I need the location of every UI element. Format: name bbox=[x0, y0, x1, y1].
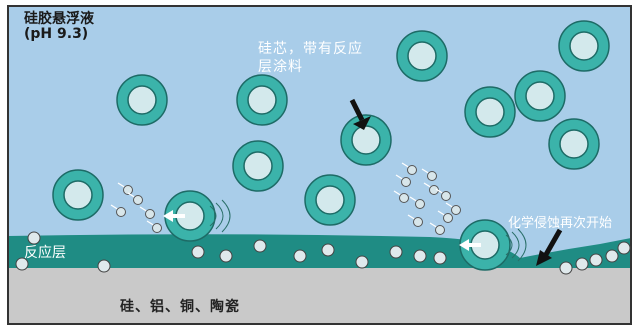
embedded-particle bbox=[389, 245, 403, 259]
core-label-line-1: 硅芯，带有反应 bbox=[258, 41, 363, 57]
fragment-dot bbox=[399, 193, 409, 203]
fragment-dot bbox=[443, 213, 453, 223]
particle-core bbox=[525, 81, 555, 111]
title-line-2: (pH 9.3) bbox=[24, 26, 89, 42]
embedded-particle bbox=[15, 257, 29, 271]
fragment bbox=[110, 204, 126, 217]
silica-particle bbox=[164, 190, 216, 242]
title-line-1: 硅胶悬浮液 bbox=[24, 11, 94, 27]
particle-core bbox=[243, 151, 273, 181]
reaction-layer-label: 反应层 bbox=[24, 245, 66, 261]
fragment bbox=[409, 196, 425, 209]
fragment bbox=[421, 168, 437, 181]
silica-particle bbox=[396, 30, 448, 82]
fragment-dot bbox=[413, 217, 423, 227]
fragment-dot bbox=[152, 223, 162, 233]
fragment bbox=[407, 214, 423, 227]
fragment-dot bbox=[123, 185, 133, 195]
embedded-particle bbox=[559, 261, 573, 275]
particle-core bbox=[63, 180, 93, 210]
fragment bbox=[393, 190, 409, 203]
fragment-dot bbox=[145, 209, 155, 219]
frame-border bbox=[7, 5, 632, 325]
embedded-particle bbox=[219, 249, 233, 263]
fragment bbox=[429, 222, 445, 235]
fragment bbox=[117, 182, 133, 195]
substrate-label: 硅、铝、铜、陶瓷 bbox=[120, 299, 240, 315]
fragment bbox=[146, 220, 162, 233]
silica-particle bbox=[558, 20, 610, 72]
fragment-dot bbox=[451, 205, 461, 215]
embedded-particle bbox=[321, 243, 335, 257]
fragment bbox=[445, 202, 461, 215]
fragment bbox=[139, 206, 155, 219]
impact-arrow-white-1 bbox=[163, 210, 185, 222]
particle-core bbox=[407, 41, 437, 71]
pointer-arrow-black bbox=[349, 98, 371, 130]
fragment bbox=[437, 210, 453, 223]
core-label-line-2: 层涂料 bbox=[258, 59, 303, 75]
embedded-particle bbox=[27, 231, 41, 245]
embedded-particle bbox=[413, 249, 427, 263]
particle-core bbox=[127, 85, 157, 115]
substrate-block bbox=[8, 268, 631, 324]
fragment-dot bbox=[133, 195, 143, 205]
impact-ripples-2 bbox=[505, 228, 527, 262]
fragment-dot bbox=[401, 177, 411, 187]
fragment-dot bbox=[415, 199, 425, 209]
silica-particle bbox=[52, 169, 104, 221]
fragment-dot bbox=[407, 165, 417, 175]
fragment-dot bbox=[435, 225, 445, 235]
fragment bbox=[435, 188, 451, 201]
silica-particle bbox=[236, 74, 288, 126]
fragment-dot bbox=[116, 207, 126, 217]
silica-particle bbox=[116, 74, 168, 126]
fragment-dot bbox=[441, 191, 451, 201]
embedded-particles bbox=[15, 231, 631, 275]
embedded-particle bbox=[293, 249, 307, 263]
etch-restart-label: 化学侵蚀再次开始 bbox=[508, 216, 613, 231]
silica-particle bbox=[548, 118, 600, 170]
embedded-particle bbox=[617, 241, 631, 255]
embedded-particle bbox=[191, 245, 205, 259]
silica-particle bbox=[514, 70, 566, 122]
silica-particle bbox=[340, 114, 392, 166]
fragment bbox=[395, 174, 411, 187]
embedded-particle bbox=[253, 239, 267, 253]
embedded-particle bbox=[589, 253, 603, 267]
particle-core bbox=[559, 129, 589, 159]
particle-core bbox=[315, 185, 345, 215]
liquid-region bbox=[8, 6, 631, 268]
particle-core bbox=[569, 31, 599, 61]
silica-particle bbox=[232, 140, 284, 192]
embedded-particle bbox=[97, 259, 111, 273]
etch-arrow-black bbox=[536, 228, 563, 266]
embedded-particle bbox=[433, 251, 447, 265]
impact-arrow-white-2 bbox=[459, 239, 481, 251]
particle-core bbox=[475, 97, 505, 127]
abrasion-fragments bbox=[110, 162, 461, 235]
silica-particle bbox=[464, 86, 516, 138]
fragment-dot bbox=[427, 171, 437, 181]
particle-core bbox=[351, 125, 381, 155]
embedded-particle bbox=[575, 257, 589, 271]
embedded-particle bbox=[605, 249, 619, 263]
fragment bbox=[127, 192, 143, 205]
impact-ripples-1 bbox=[209, 199, 231, 233]
fragment bbox=[401, 162, 417, 175]
particle-core bbox=[247, 85, 277, 115]
embedded-particle bbox=[355, 255, 369, 269]
silica-particles bbox=[52, 20, 610, 271]
silica-particle bbox=[304, 174, 356, 226]
